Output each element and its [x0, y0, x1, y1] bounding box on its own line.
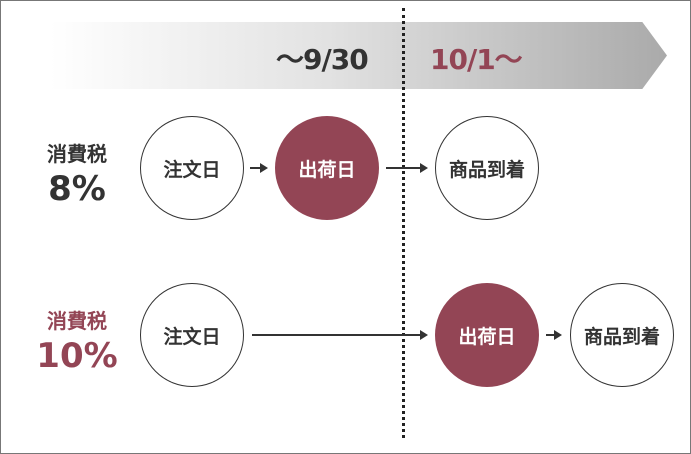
date-before: 〜9/30: [276, 43, 369, 76]
timeline-arrow-band: [50, 22, 667, 89]
row2-tax-label: 消費税: [47, 309, 107, 333]
date-after: 10/1〜: [430, 43, 523, 76]
row1-rate: 8%: [48, 169, 106, 209]
row2-arrow-1: [252, 330, 428, 340]
row1-arrow-1: [250, 163, 268, 173]
row1-arrow-2: [386, 163, 428, 173]
row1-tax-label: 消費税: [47, 142, 107, 166]
row2-order-date: 注文日: [140, 283, 244, 387]
row2-ship-date: 出荷日: [435, 283, 539, 387]
row2-tax-label-group: 消費税 10%: [30, 305, 124, 378]
row2-arrival: 商品到着: [570, 283, 674, 387]
row1-arrival: 商品到着: [435, 116, 539, 220]
row1-ship-date: 出荷日: [275, 116, 379, 220]
row2-arrow-2: [546, 330, 562, 340]
row2-rate: 10%: [36, 336, 118, 376]
cutoff-dotted-line: [402, 8, 405, 438]
row1-order-date: 注文日: [140, 116, 244, 220]
row1-tax-label-group: 消費税 8%: [30, 138, 124, 211]
